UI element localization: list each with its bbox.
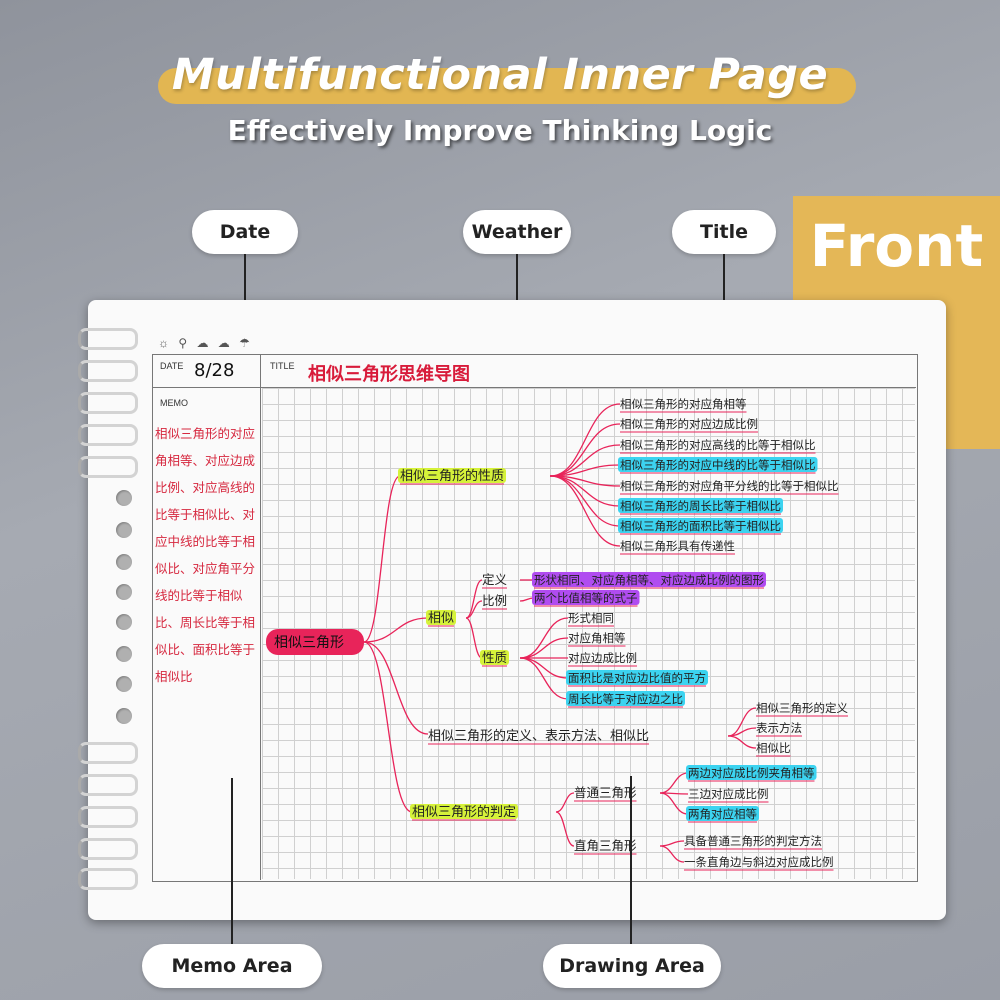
leaf-property: 相似三角形的对应角相等 <box>620 397 747 411</box>
leaf-similar-property: 对应角相等 <box>568 631 626 645</box>
leaf-connector <box>659 845 685 863</box>
leaf-connector <box>519 657 569 679</box>
branch-connector <box>363 641 413 813</box>
date-label: DATE <box>160 361 184 371</box>
leaf-general: 两角对应相等 <box>688 807 757 821</box>
branch-connector <box>363 475 401 643</box>
leaf-connector <box>549 403 621 477</box>
memo-divider <box>260 354 261 880</box>
memo-area-callout: Memo Area <box>142 944 322 988</box>
sub-definition: 定义 <box>482 572 508 587</box>
title-callout: Title <box>672 210 776 254</box>
leaf-definition: 形状相同、对应角相等、对应边成比例的图形 <box>534 573 764 587</box>
leaf-property: 相似三角形的对应角平分线的比等于相似比 <box>620 479 839 493</box>
leaf-connector <box>659 772 689 794</box>
highlight-mark <box>618 518 783 533</box>
highlight-mark <box>618 457 818 472</box>
sub-connector <box>465 617 483 659</box>
drawing-area-callout: Drawing Area <box>543 944 721 988</box>
weather-callout: Weather <box>463 210 571 254</box>
leaf-property: 相似三角形的面积比等于相似比 <box>620 519 781 533</box>
memo-pointer-line <box>231 778 233 944</box>
date-pointer-line <box>244 254 246 344</box>
date-value: 8/28 <box>194 360 235 381</box>
header-divider <box>152 387 916 388</box>
leaf-definition-item: 相似比 <box>756 741 791 755</box>
leaf-connector <box>549 423 621 477</box>
leaf-connector <box>519 637 569 659</box>
weather-pointer-line <box>516 254 518 318</box>
highlight-mark <box>566 691 685 706</box>
branch-judgement: 相似三角形的判定 <box>412 804 516 820</box>
sub-connector <box>555 792 575 813</box>
branch-connector <box>363 617 429 643</box>
branch-properties: 相似三角形的性质 <box>400 468 504 484</box>
front-label: Front <box>809 212 984 280</box>
leaf-connector <box>519 657 569 700</box>
leaf-connector <box>519 617 569 659</box>
leaf-right: 具备普通三角形的判定方法 <box>684 834 822 848</box>
leaf-property: 相似三角形具有传递性 <box>620 539 735 553</box>
title-value: 相似三角形思维导图 <box>308 364 470 385</box>
leaf-property: 相似三角形的对应中线的比等于相似比 <box>620 458 816 472</box>
highlight-mark <box>566 670 708 685</box>
leaf-connector <box>659 840 685 847</box>
leaf-property: 相似三角形的周长比等于相似比 <box>620 499 781 513</box>
drawing-pointer-line <box>630 776 632 944</box>
leaf-definition-item: 表示方法 <box>756 721 802 735</box>
leaf-right: 一条直角边与斜边对应成比例 <box>684 855 834 869</box>
leaf-definition-item: 相似三角形的定义 <box>756 701 848 715</box>
title-highlight-band <box>158 68 856 104</box>
title-label: TITLE <box>270 361 295 371</box>
leaf-connector <box>727 735 757 749</box>
leaf-property: 相似三角形的对应高线的比等于相似比 <box>620 438 816 452</box>
sub-property: 性质 <box>482 650 507 665</box>
sub-ratio: 比例 <box>482 593 507 608</box>
sub-connector <box>555 811 575 847</box>
root-label: 相似三角形 <box>274 635 344 651</box>
leaf-general: 三边对应成比例 <box>688 787 769 801</box>
highlight-mark <box>532 572 766 587</box>
leaf-general: 两边对应成比例夹角相等 <box>688 766 815 780</box>
memo-label: MEMO <box>160 398 188 408</box>
highlight-mark <box>686 765 817 780</box>
leaf-connector <box>519 597 535 602</box>
highlight-mark <box>410 804 518 819</box>
leaf-property: 相似三角形的对应边成比例 <box>620 417 758 431</box>
highlight-mark <box>532 590 640 605</box>
leaf-ratio: 两个比值相等的式子 <box>534 591 638 605</box>
leaf-similar-property: 形式相同 <box>568 611 614 625</box>
highlight-mark <box>480 650 509 665</box>
main-title: Multifunctional Inner Page <box>171 50 829 100</box>
subtitle: Effectively Improve Thinking Logic <box>227 114 773 147</box>
sub-connector <box>465 600 483 619</box>
highlight-mark <box>426 610 456 625</box>
leaf-similar-property: 对应边成比例 <box>568 651 637 665</box>
highlight-mark <box>398 468 506 483</box>
page-frame <box>152 354 918 882</box>
leaf-similar-property: 周长比等于对应边之比 <box>568 692 683 706</box>
branch-connector <box>363 641 429 735</box>
branch-similar: 相似 <box>428 611 454 626</box>
date-callout: Date <box>192 210 298 254</box>
memo-text: 相似三角形的对应角相等、对应边成比例、对应高线的比等于相似比、对应中线的比等于相… <box>155 426 256 684</box>
leaf-similar-property: 面积比是对应边比值的平方 <box>568 671 706 685</box>
sub-right-triangle: 直角三角形 <box>574 838 637 853</box>
sub-general-triangle: 普通三角形 <box>574 785 637 800</box>
branch-definition: 相似三角形的定义、表示方法、相似比 <box>428 728 649 744</box>
root-node <box>266 629 364 655</box>
weather-icons: ☼ ⚲ ☁ ☁ ☂ <box>158 336 253 350</box>
leaf-connector <box>549 475 621 547</box>
leaf-connector <box>659 792 689 815</box>
highlight-mark <box>686 806 759 821</box>
leaf-connector <box>549 444 621 477</box>
sub-connector <box>465 579 483 619</box>
highlight-mark <box>618 498 783 513</box>
leaf-connector <box>549 475 621 527</box>
